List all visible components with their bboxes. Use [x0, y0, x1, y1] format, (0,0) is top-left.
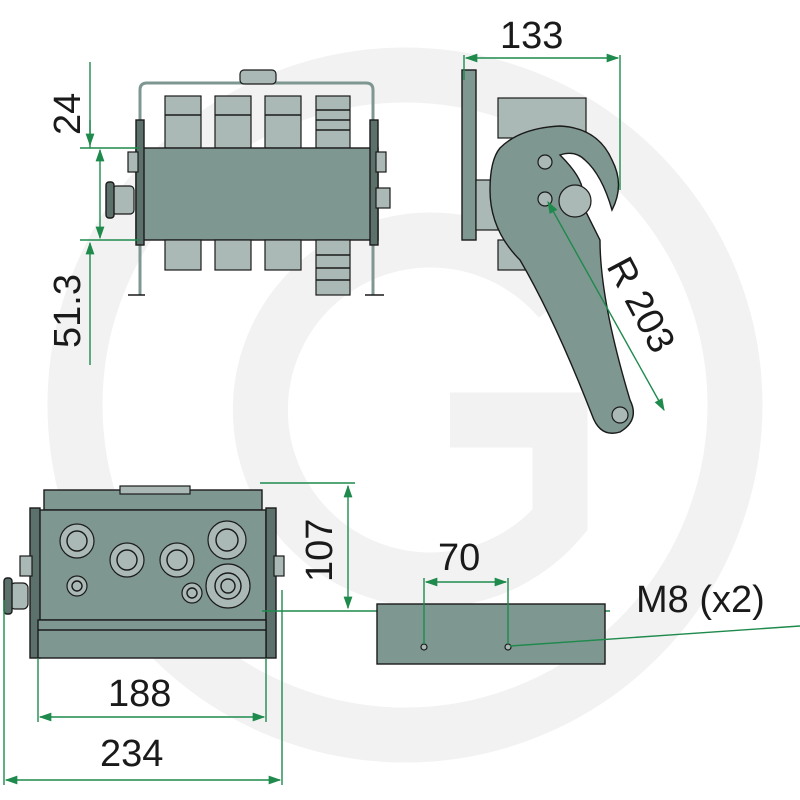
- dim-107-label: 107: [299, 519, 341, 582]
- dim-24-label: 24: [47, 93, 89, 135]
- bottom-fittings: [164, 239, 351, 296]
- thread-label: M8 (x2): [636, 579, 765, 621]
- thread-callout: M8 (x2): [509, 579, 800, 647]
- valve-body-front: [135, 147, 379, 241]
- ports: [59, 520, 251, 609]
- dim-133: 133: [463, 15, 621, 190]
- dim-70-label: 70: [438, 537, 480, 579]
- dim-133-label: 133: [500, 15, 563, 57]
- mounting-plate: [376, 603, 606, 665]
- dim-188-label: 188: [108, 673, 171, 715]
- dim-234: 234: [3, 590, 283, 785]
- top-fittings: [164, 95, 351, 149]
- dim-70: 70: [423, 537, 509, 644]
- bottom-view: [3, 485, 285, 659]
- watermark-logo: [47, 47, 763, 763]
- dim-234-label: 234: [100, 733, 163, 775]
- dim-24: 24: [47, 62, 140, 149]
- dim-51-3: 51.3: [47, 148, 140, 365]
- dim-107: 107: [260, 482, 610, 612]
- front-view: [105, 69, 391, 296]
- dim-51-3-label: 51.3: [47, 274, 89, 348]
- dim-188: 188: [37, 658, 267, 722]
